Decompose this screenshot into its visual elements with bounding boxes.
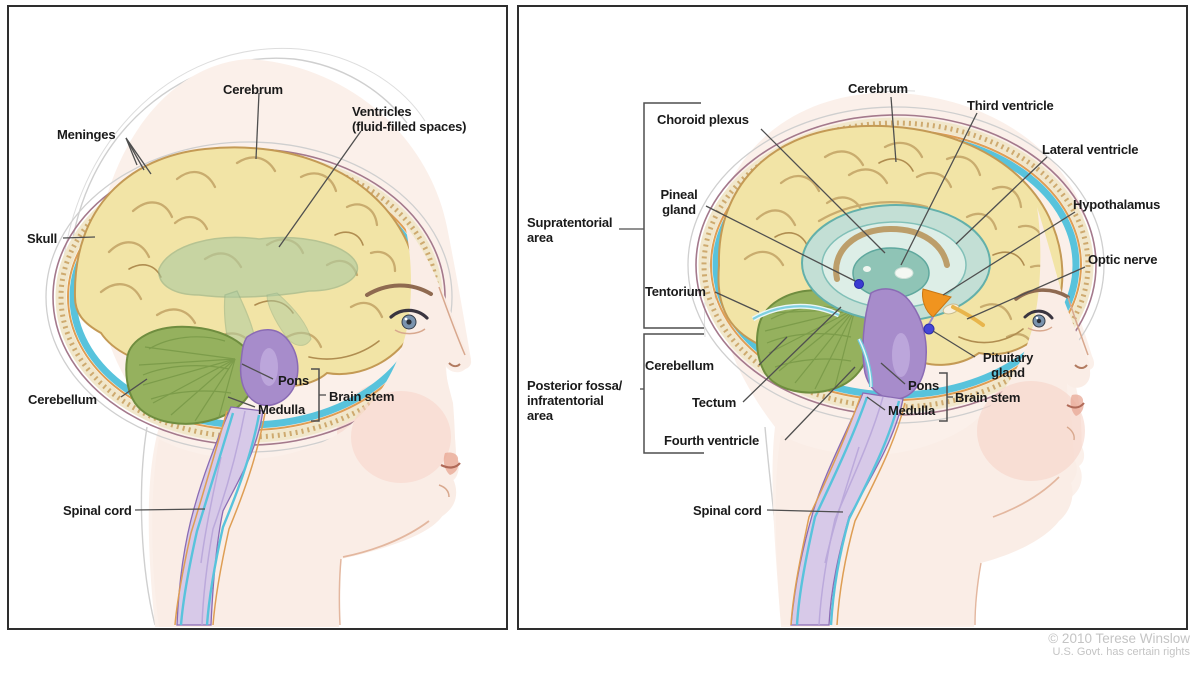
label-pons: Pons xyxy=(908,378,939,393)
leader-lines xyxy=(62,92,362,511)
label-ventricles-line1: Ventricles xyxy=(352,104,412,119)
label-tectum: Tectum xyxy=(692,395,737,410)
label-cerebrum: Cerebrum xyxy=(848,81,908,96)
label-supratentorial-line1: Supratentorial xyxy=(527,215,613,230)
panel-right-brain-detail: Cerebrum Third ventricle Choroid plexus … xyxy=(517,5,1188,630)
label-cerebellum: Cerebellum xyxy=(28,392,97,407)
label-ventricles: Ventricles (fluid-filled spaces) xyxy=(352,104,466,134)
tentorium-shape xyxy=(751,303,841,322)
pituitary-gland-shape xyxy=(923,323,935,335)
label-cerebrum: Cerebrum xyxy=(223,82,283,97)
label-choroid-plexus: Choroid plexus xyxy=(657,112,749,127)
supratentorial-bracket xyxy=(643,102,704,329)
label-pineal-line1: Pineal xyxy=(660,187,698,202)
jaw-line xyxy=(342,520,430,558)
left-brain-illustration xyxy=(45,47,472,627)
label-cerebellum: Cerebellum xyxy=(645,358,714,373)
label-supratentorial-line2: area xyxy=(527,230,553,245)
copyright-credit: © 2010 Terese Winslow U.S. Govt. has cer… xyxy=(1048,631,1190,659)
area-brackets xyxy=(619,102,704,454)
label-meninges: Meninges xyxy=(57,127,116,142)
label-pons: Pons xyxy=(278,373,309,388)
label-optic-nerve: Optic nerve xyxy=(1088,252,1158,267)
label-hypothalamus: Hypothalamus xyxy=(1073,197,1161,212)
copyright-line1: © 2010 Terese Winslow xyxy=(1048,631,1190,646)
brainstem-shape xyxy=(790,288,927,626)
face-skin xyxy=(152,225,472,627)
spinal-cord-shape xyxy=(790,392,904,626)
label-pituitary-gland: Pituitary gland xyxy=(974,350,1042,380)
optic-nerve-shape xyxy=(951,305,985,327)
brainstem-shape xyxy=(174,329,299,626)
label-medulla: Medulla xyxy=(888,403,935,418)
facial-features xyxy=(974,288,1089,626)
label-tentorium: Tentorium xyxy=(645,284,706,299)
mouth-line xyxy=(1066,402,1085,409)
cerebellum-shape xyxy=(125,325,257,425)
label-third-ventricle: Third ventricle xyxy=(967,98,1054,113)
right-brain-illustration xyxy=(619,90,1105,627)
label-pineal-gland: Pineal gland xyxy=(651,187,707,217)
label-fourth-ventricle: Fourth ventricle xyxy=(664,433,760,448)
eyebrow xyxy=(1014,288,1070,301)
pineal-gland-shape xyxy=(854,279,864,289)
label-posterior-line1: Posterior fossa/ xyxy=(527,378,623,393)
face-skin xyxy=(775,207,1091,625)
label-skull: Skull xyxy=(27,231,58,246)
eyebrow xyxy=(365,283,433,297)
label-pituitary-line2: gland xyxy=(991,365,1025,380)
corpus-callosum-arc xyxy=(833,225,950,282)
label-pituitary-line1: Pituitary xyxy=(982,350,1034,365)
label-brain-stem: Brain stem xyxy=(329,389,395,404)
eye-lash-line xyxy=(389,308,429,320)
label-pineal-line2: gland xyxy=(662,202,696,217)
lips xyxy=(443,452,459,475)
leader-lines xyxy=(705,96,1086,513)
posterior-fossa-bracket xyxy=(643,333,704,454)
label-posterior-line2: infratentorial xyxy=(527,393,604,408)
jaw-line xyxy=(992,476,1060,518)
label-brain-stem: Brain stem xyxy=(955,390,1021,405)
panel-left-brain-overview: Cerebrum Ventricles (fluid-filled spaces… xyxy=(7,5,508,630)
label-posterior-line3: area xyxy=(527,408,553,423)
copyright-line2: U.S. Govt. has certain rights xyxy=(1052,646,1190,658)
mouth-line xyxy=(440,462,461,469)
lips xyxy=(1070,394,1084,416)
fourth-ventricle-shape xyxy=(857,338,873,388)
label-ventricles-line2: (fluid-filled spaces) xyxy=(352,119,467,134)
label-spinal-cord: Spinal cord xyxy=(63,503,132,518)
spinal-cord-shape xyxy=(176,406,264,626)
eye-lash-line xyxy=(1023,309,1054,320)
label-lateral-ventricle: Lateral ventricle xyxy=(1042,142,1139,157)
label-medulla: Medulla xyxy=(258,402,305,417)
label-posterior-fossa-area: Posterior fossa/ infratentorial area xyxy=(527,378,622,423)
label-supratentorial-area: Supratentorial area xyxy=(527,215,613,245)
label-spinal-cord: Spinal cord xyxy=(693,503,762,518)
facial-features xyxy=(338,283,466,626)
